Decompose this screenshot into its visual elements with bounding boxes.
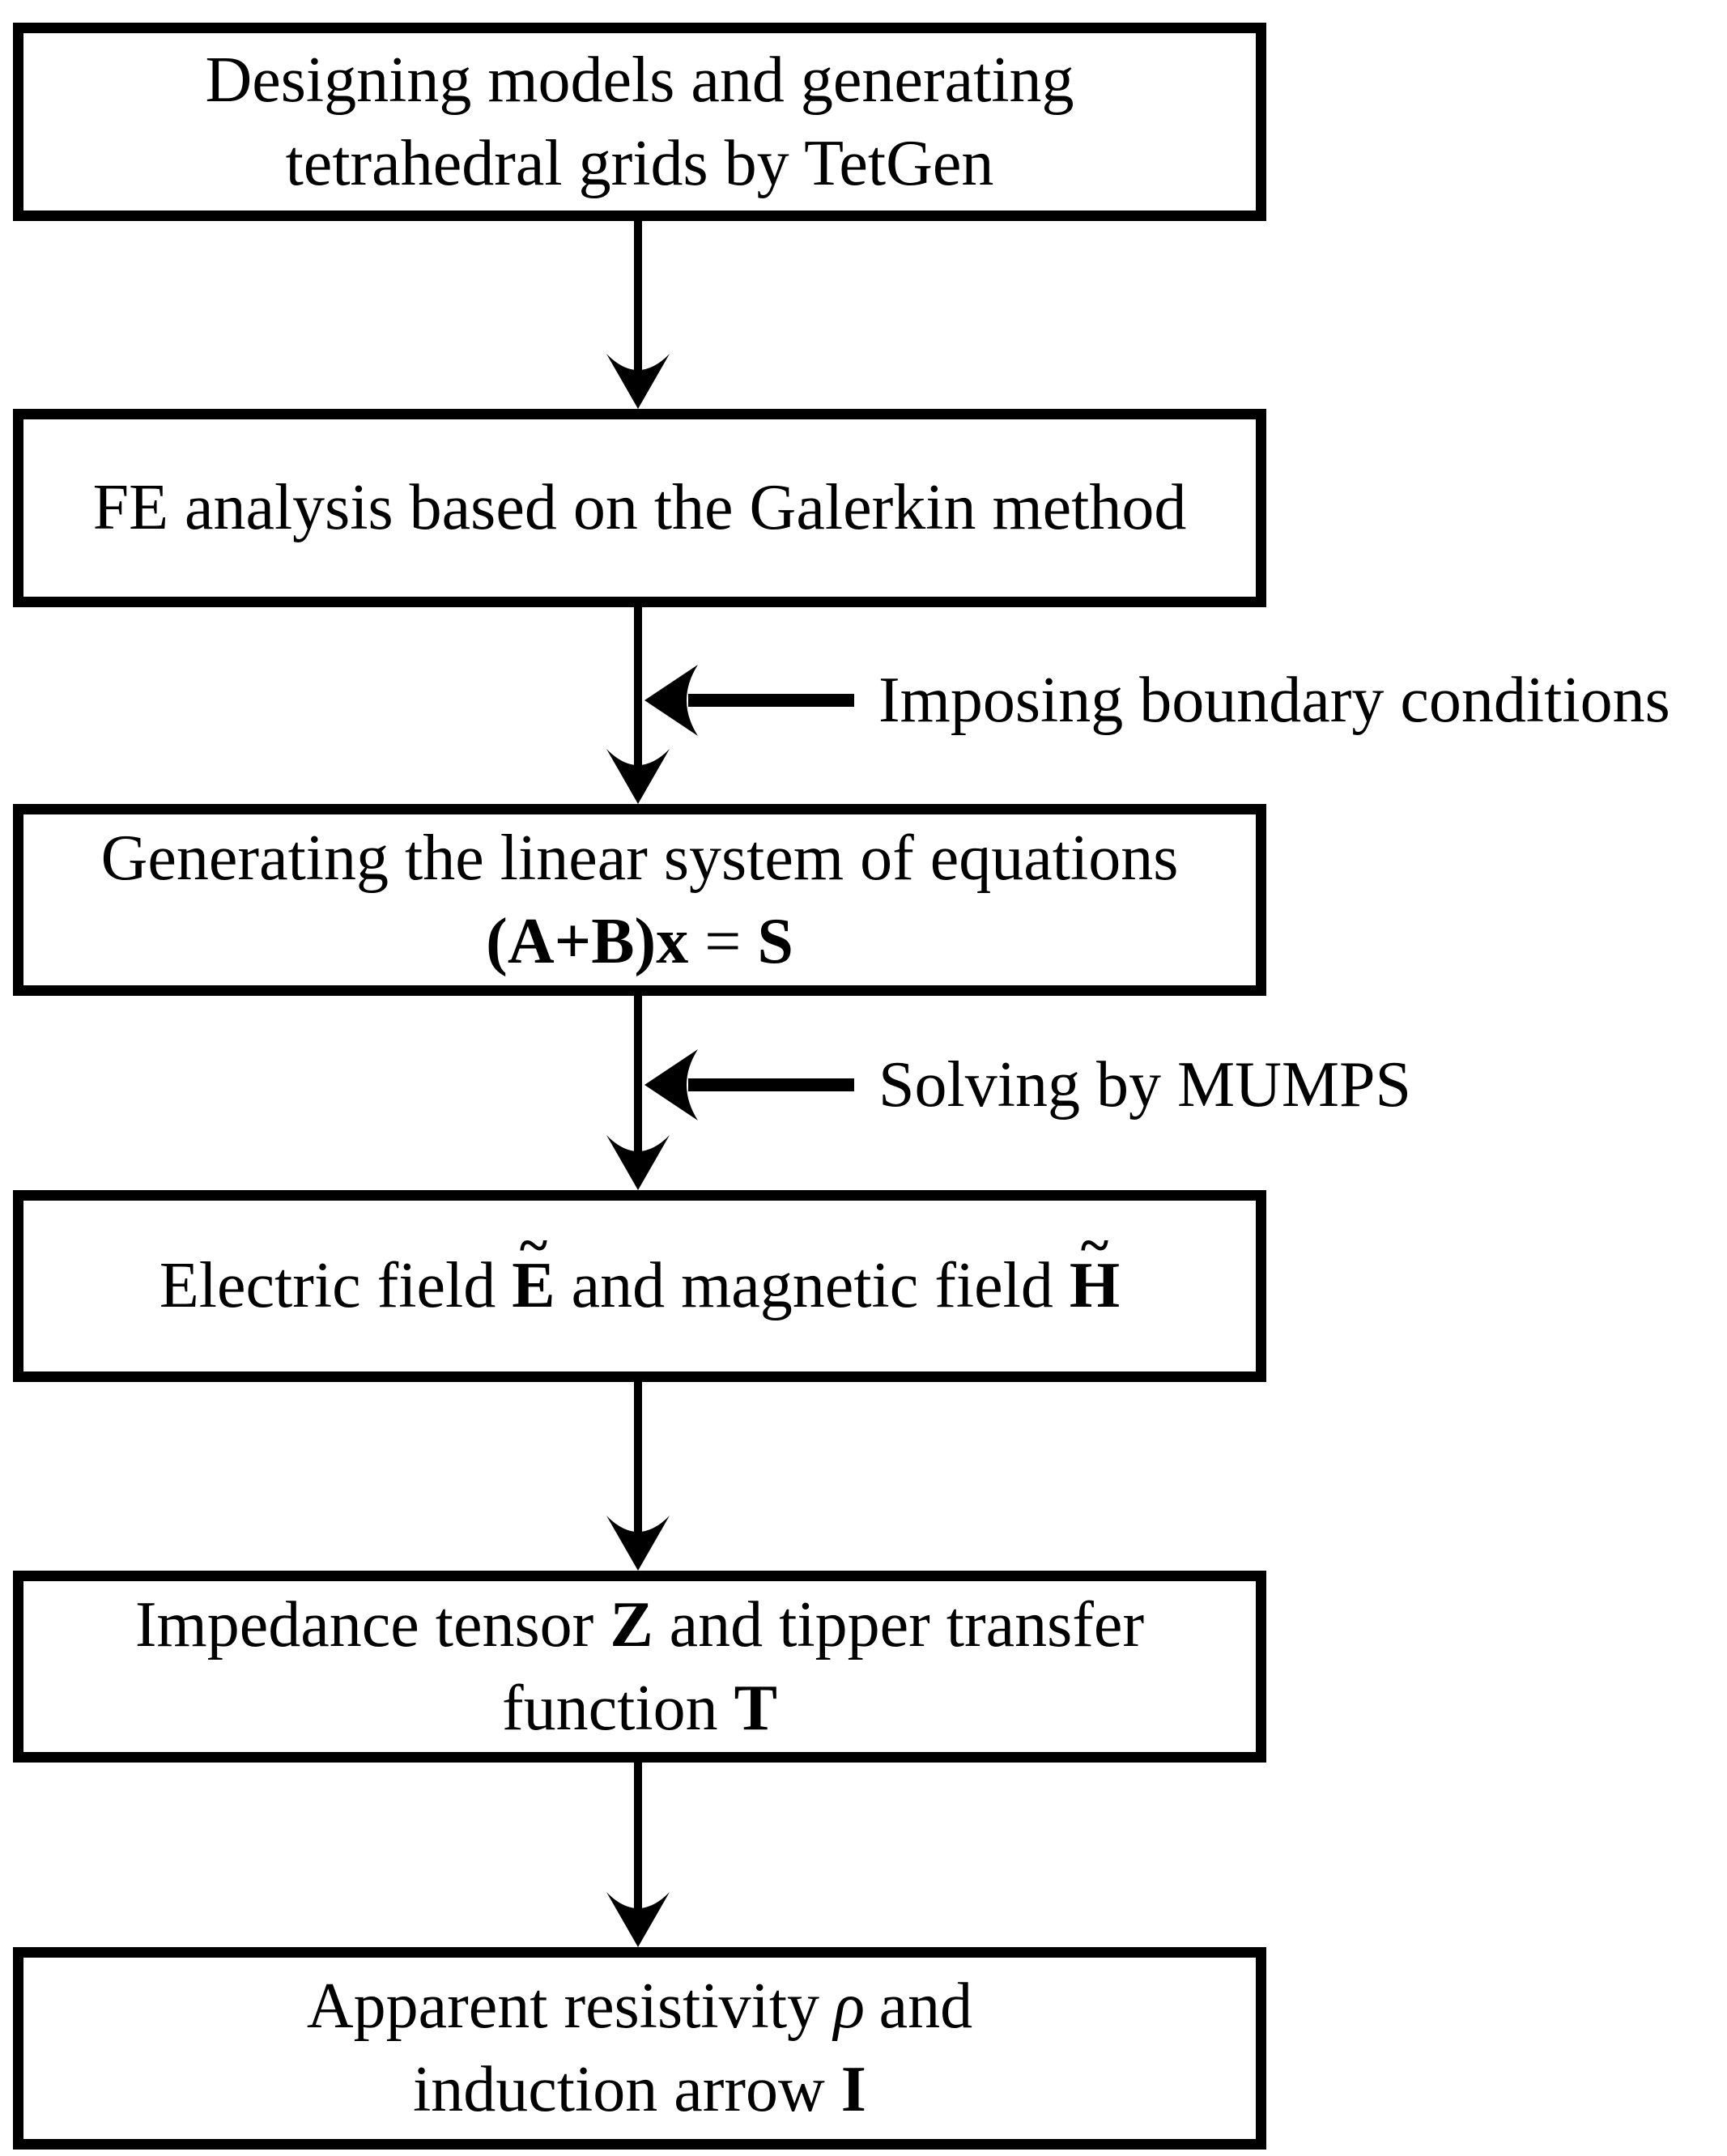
box-line: Generating the linear system of equation…	[100, 822, 1179, 894]
box-line: Designing models and generating	[205, 44, 1074, 116]
flow-arrow-1-down-icon	[606, 221, 670, 409]
tilde-mark: ~	[1080, 1216, 1109, 1275]
annotation-solving-mumps: Solving by MUMPS	[878, 1049, 1411, 1121]
box-fe-analysis: FE analysis based on the Galerkin method	[13, 409, 1266, 607]
box-linear-system: Generating the linear system of equation…	[13, 804, 1266, 996]
box-impedance-tipper: Impedance tensor Z and tipper transfer f…	[13, 1571, 1266, 1763]
flow-arrow-3-down-icon	[606, 996, 670, 1190]
annotation-arrow-left-imposing-icon	[644, 665, 854, 736]
flow-arrow-5-down-icon	[606, 1763, 670, 1947]
box-line: FE analysis based on the Galerkin method	[92, 472, 1187, 543]
box-line: Electric field ~E and magnetic field ~H	[159, 1216, 1121, 1321]
box-fields: Electric field ~E and magnetic field ~H	[13, 1190, 1266, 1382]
box-line: induction arrow I	[413, 2054, 866, 2125]
box-designing-models: Designing models and generating tetrahed…	[13, 23, 1266, 221]
flow-arrow-2-down-icon	[606, 607, 670, 804]
tilde-mark: ~	[519, 1216, 547, 1275]
box-line: Impedance tensor Z and tipper transfer	[134, 1588, 1145, 1661]
box-line: (A+B)x = S	[486, 905, 793, 977]
flow-arrow-4-down-icon	[606, 1382, 670, 1571]
box-line: function T	[502, 1672, 777, 1744]
annotation-arrow-left-solving-icon	[644, 1049, 854, 1121]
annotation-imposing-boundary: Imposing boundary conditions	[878, 665, 1670, 736]
box-line: tetrahedral grids by TetGen	[285, 127, 994, 199]
